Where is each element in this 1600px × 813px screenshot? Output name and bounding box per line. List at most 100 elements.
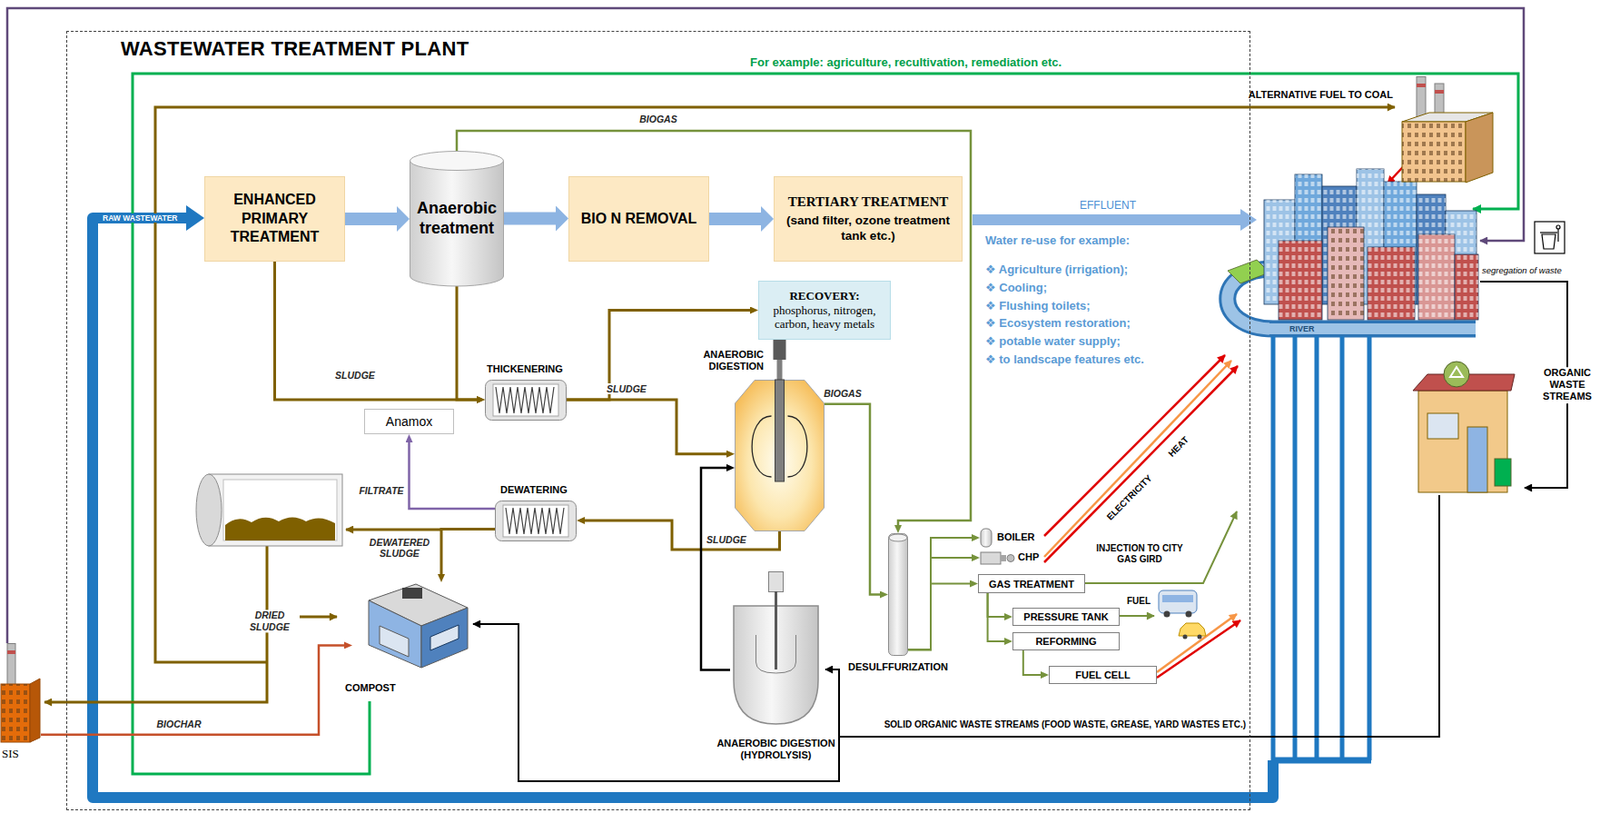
- edge-label: SLUDGE: [604, 383, 649, 395]
- gas-line: [1085, 511, 1237, 583]
- coal-plant: ALTERNATIVE FUEL TO COAL: [1398, 76, 1496, 184]
- edge-label: DEWATERED SLUDGE: [361, 536, 438, 559]
- process-box: REFORMING: [1012, 632, 1120, 651]
- node-text: SIS: [1, 746, 20, 761]
- energy-arrow: [1044, 365, 1238, 563]
- coal-plant-shape: [1434, 89, 1444, 94]
- process-box: ENHANCED PRIMARY TREATMENT: [204, 176, 346, 262]
- process-box: BIO N REMOVAL: [568, 176, 710, 262]
- car-icon: [1197, 634, 1203, 640]
- sludge-line: [155, 107, 1395, 662]
- hydrolysis-tank-shape: [730, 571, 822, 731]
- flow-connector: [987, 592, 1005, 642]
- process-box: GAS TREATMENT: [977, 573, 1086, 593]
- coal-plant-shape: [1402, 121, 1466, 182]
- note-label: ❖ potable water supply;: [985, 334, 1121, 349]
- car-icon: [1178, 622, 1206, 636]
- flow-connector: [824, 404, 880, 595]
- flow-connector: [503, 212, 556, 226]
- energy-arrow: [1044, 360, 1232, 557]
- effluent-arrow: [1240, 208, 1257, 231]
- desulfurization-column-shape: [888, 533, 909, 656]
- bus-icon: [1164, 611, 1171, 618]
- shop-building: [1427, 413, 1459, 439]
- flow-connector: [701, 467, 731, 671]
- edge-label: FILTRATE: [356, 484, 405, 496]
- note-label: Water re-use for example:: [985, 233, 1130, 248]
- sludge-line: [345, 528, 442, 532]
- compost-building-shape: [430, 624, 459, 651]
- desulfurization-column-shape: [888, 533, 908, 542]
- node-text: CHP: [1017, 551, 1039, 563]
- city-illustration: [1327, 227, 1364, 320]
- desulfurization-column-shape: [888, 533, 909, 656]
- city-illustration: [1278, 240, 1323, 320]
- thickener-shape: [485, 380, 567, 421]
- coal-plant-shape: [1465, 112, 1493, 183]
- note-label: ❖ Ecosystem restoration;: [985, 316, 1131, 331]
- edge-label: BIOGAS: [821, 387, 863, 399]
- chp-unit-shape: [980, 552, 1001, 564]
- pyrolysis-plant-shape: [0, 642, 41, 745]
- flow-connector: [409, 442, 496, 509]
- note-label: ❖ Cooling;: [985, 280, 1047, 296]
- node-text: DESULFFURIZATION: [842, 661, 954, 673]
- process-box: PRESSURE TANK: [1012, 607, 1120, 626]
- digester-tank: ANAEROBIC DIGESTION: [734, 379, 825, 532]
- dryer-drum: [225, 517, 336, 542]
- city-illustration: [1367, 246, 1415, 320]
- effluent-arrow: [972, 214, 1243, 226]
- flow-connector: [441, 529, 495, 575]
- dryer-drum: [223, 479, 337, 541]
- flow-connector: [987, 592, 1005, 617]
- reactor-cylinder-shape: [410, 160, 504, 287]
- pyrolysis-plant-shape: [7, 650, 16, 654]
- node-text: BOILER: [997, 531, 1036, 544]
- shop-building: [1494, 458, 1512, 486]
- desulfurization-column: DESULFFURIZATION: [888, 533, 909, 656]
- node-text: PRESSURE TANK: [1023, 611, 1108, 623]
- pyrolysis-plant-shape: [7, 643, 16, 688]
- recultivation-line: [132, 73, 1519, 774]
- note-label: For example: agriculture, recultivation,…: [750, 55, 1062, 70]
- shop-building: [1412, 361, 1515, 493]
- flow-connector: [456, 286, 477, 400]
- bus-icon: [1158, 590, 1197, 613]
- sludge-line: [44, 107, 1395, 702]
- note-label: EFFLUENT: [1077, 198, 1138, 212]
- city-illustration: [1278, 240, 1323, 320]
- note-label: ORGANIC WASTE STREAMS: [1534, 366, 1600, 404]
- thickener-shape: [495, 386, 554, 414]
- digester-tank-shape: [751, 415, 808, 477]
- edge-label: BIOCHAR: [155, 718, 204, 730]
- energy-arrow: [1044, 355, 1225, 536]
- sewer-pipe: [92, 205, 1372, 798]
- chp-unit-shape: [1007, 554, 1015, 563]
- note-label: segregation of waste: [1481, 265, 1562, 276]
- trash-icon: [1556, 225, 1561, 229]
- thickener: THICKENERING: [484, 379, 567, 421]
- energy-arrow: [1156, 620, 1241, 678]
- energy-arrow: [1156, 613, 1237, 672]
- recultivation-line: [132, 73, 1519, 774]
- node-text: COMPOST: [345, 681, 396, 694]
- hydrolysis-tank-shape: [774, 591, 778, 670]
- thickener-shape: [493, 384, 559, 416]
- dryer-drum: [196, 474, 222, 546]
- note-label: SOLID ORGANIC WASTE STREAMS (FOOD WASTE,…: [884, 719, 1246, 731]
- bus-icon: [1162, 594, 1194, 603]
- dewatering-unit-shape: [505, 507, 564, 534]
- note-label: RAW WASTEWATER: [101, 213, 178, 223]
- pyrolysis-plant-shape: [0, 683, 30, 742]
- city-illustration: [1418, 234, 1455, 320]
- chp-unit-shape: [1000, 554, 1007, 562]
- chp-unit: CHP: [979, 547, 1044, 568]
- boiler-shape: [980, 528, 992, 547]
- thickener-shape: [484, 379, 567, 421]
- trash-icon: [1557, 228, 1559, 242]
- node-text: FUEL CELL: [1075, 669, 1130, 681]
- compost-building-shape: [368, 600, 422, 668]
- coal-plant-shape: [1398, 76, 1496, 184]
- gas-line: [1119, 614, 1155, 617]
